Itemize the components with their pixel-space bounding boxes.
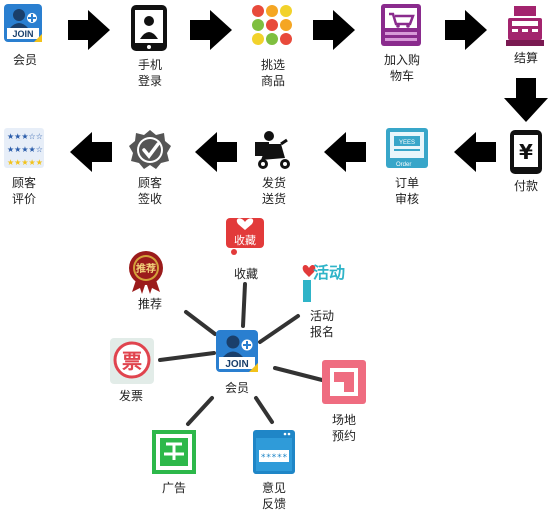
step-label-order-review: 订单 审核: [383, 175, 431, 207]
arrow-right-3: [313, 10, 355, 50]
order-screen-icon: YEES Order: [386, 128, 428, 168]
hub-label-invoice: 发票: [107, 388, 155, 404]
arrow-right-2: [190, 10, 232, 50]
step-label-ship-deliver: 发货 送货: [250, 175, 298, 207]
step-label-phone-login-line1: 手机: [137, 58, 162, 72]
favorite-icon-text: 收藏: [234, 233, 256, 247]
arrow-right-4: [445, 10, 487, 50]
arrow-left-3: [195, 132, 237, 172]
activity-icon: 活动: [301, 258, 345, 304]
step-label-customer-sign: 顾客 签收: [126, 175, 174, 207]
feedback-window-icon: *****: [253, 430, 295, 474]
step-label-choose-goods: 挑选 商品: [249, 57, 297, 89]
step-label-choose-goods-line1: 挑选: [260, 58, 285, 72]
step-label-ship-deliver-line1: 发货: [261, 176, 286, 190]
rating-stars-icon: ★★★☆☆ ★★★★☆ ★★★★★: [4, 128, 44, 168]
hub-center-badge-text: JOIN: [225, 359, 248, 370]
svg-text:★★★★☆: ★★★★☆: [7, 145, 43, 154]
join-member-icon: JOIN: [4, 4, 42, 42]
step-label-customer-sign-line2: 签收: [137, 192, 162, 206]
checkmark-badge-icon: [129, 130, 171, 169]
step-label-choose-goods-line2: 商品: [260, 74, 285, 88]
delivery-scooter-icon: [255, 131, 290, 169]
step-label-member: 会员: [4, 52, 46, 68]
hub-center-join-icon: JOIN: [216, 330, 258, 372]
spoke-line-ad: [186, 396, 214, 426]
step-label-order-review-line1: 订单: [394, 176, 419, 190]
hub-label-recommend-line1: 推荐: [137, 297, 162, 311]
hub-spoke-lines: [158, 282, 324, 426]
step-label-order-review-line2: 审核: [394, 192, 419, 206]
activity-icon-text: 活动: [313, 263, 345, 282]
hub-label-center-member: 会员: [213, 380, 261, 396]
step-label-payment-line1: 付款: [513, 179, 538, 193]
arrow-right-1: [68, 10, 110, 50]
svg-text:JOIN: JOIN: [12, 29, 33, 39]
spoke-line-favorite: [241, 282, 247, 328]
feedback-icon-text: *****: [260, 453, 287, 463]
hub-label-feedback-line1: 意见: [261, 481, 286, 495]
step-label-checkout: 结算: [502, 50, 550, 66]
hub-label-feedback: 意见 反馈: [250, 480, 298, 512]
flow-arrows: [68, 10, 548, 172]
hub-label-favorite-line1: 收藏: [233, 267, 258, 281]
step-label-add-cart-line1: 加入购: [383, 53, 420, 67]
hub-label-invoice-line1: 发票: [118, 389, 143, 403]
step-label-payment: 付款: [502, 178, 550, 194]
arrow-left-2: [324, 132, 366, 172]
hub-label-favorite: 收藏: [222, 266, 270, 282]
step-label-member-line1: 会员: [12, 53, 37, 67]
cart-icon: [381, 4, 421, 46]
step-label-customer-review-line2: 评价: [11, 192, 36, 206]
hub-label-ad-line1: 广告: [161, 481, 186, 495]
hub-label-venue: 场地 预约: [320, 412, 368, 444]
spoke-line-invoice: [158, 351, 216, 362]
hub-label-ad: 广告: [150, 480, 198, 496]
invoice-icon-text: 票: [122, 349, 142, 373]
spoke-line-activity: [258, 314, 300, 344]
hub-label-recommend: 推荐: [126, 296, 174, 312]
svg-text:¥: ¥: [519, 140, 533, 164]
spoke-line-venue: [273, 366, 324, 382]
step-label-customer-sign-line1: 顾客: [137, 176, 162, 190]
fruits-icon: [252, 5, 292, 45]
hub-label-activity: 活动 报名: [298, 308, 346, 340]
recommend-icon-text: 推荐: [136, 262, 156, 275]
step-label-customer-review-line1: 顾客: [11, 176, 36, 190]
svg-text:★★★★★: ★★★★★: [7, 158, 43, 167]
svg-text:YEES: YEES: [399, 140, 415, 146]
step-label-ship-deliver-line2: 送货: [261, 192, 286, 206]
step-label-phone-login-line2: 登录: [137, 74, 162, 88]
arrow-down: [504, 78, 548, 122]
hub-label-venue-line1: 场地: [331, 413, 356, 427]
arrow-left-4: [70, 132, 112, 172]
spoke-line-recommend: [184, 310, 217, 336]
hub-label-activity-line2: 报名: [309, 325, 334, 339]
arrow-left-1: [454, 132, 496, 172]
hub-label-feedback-line2: 反馈: [261, 497, 286, 511]
spoke-line-feedback: [254, 396, 274, 424]
svg-text:Order: Order: [396, 162, 411, 168]
favorite-heart-icon: 收藏: [226, 218, 264, 255]
step-label-phone-login: 手机 登录: [126, 57, 174, 89]
step-label-add-cart: 加入购 物车: [376, 52, 428, 84]
svg-text:★★★☆☆: ★★★☆☆: [7, 132, 43, 141]
venue-booking-icon: [322, 360, 366, 404]
recommend-seal-icon: 推荐: [129, 251, 163, 294]
step-label-customer-review: 顾客 评价: [0, 175, 48, 207]
invoice-icon: 票: [110, 338, 154, 384]
advertising-icon: [152, 430, 196, 474]
yen-payment-icon: ¥: [510, 130, 542, 174]
step-label-add-cart-line2: 物车: [389, 69, 414, 83]
hub-label-activity-line1: 活动: [309, 309, 334, 323]
hub-label-venue-line2: 预约: [331, 429, 356, 443]
phone-icon: [131, 5, 167, 51]
step-label-checkout-line1: 结算: [513, 51, 538, 65]
hub-label-center-member-line1: 会员: [224, 381, 249, 395]
cash-register-icon: [506, 6, 544, 46]
